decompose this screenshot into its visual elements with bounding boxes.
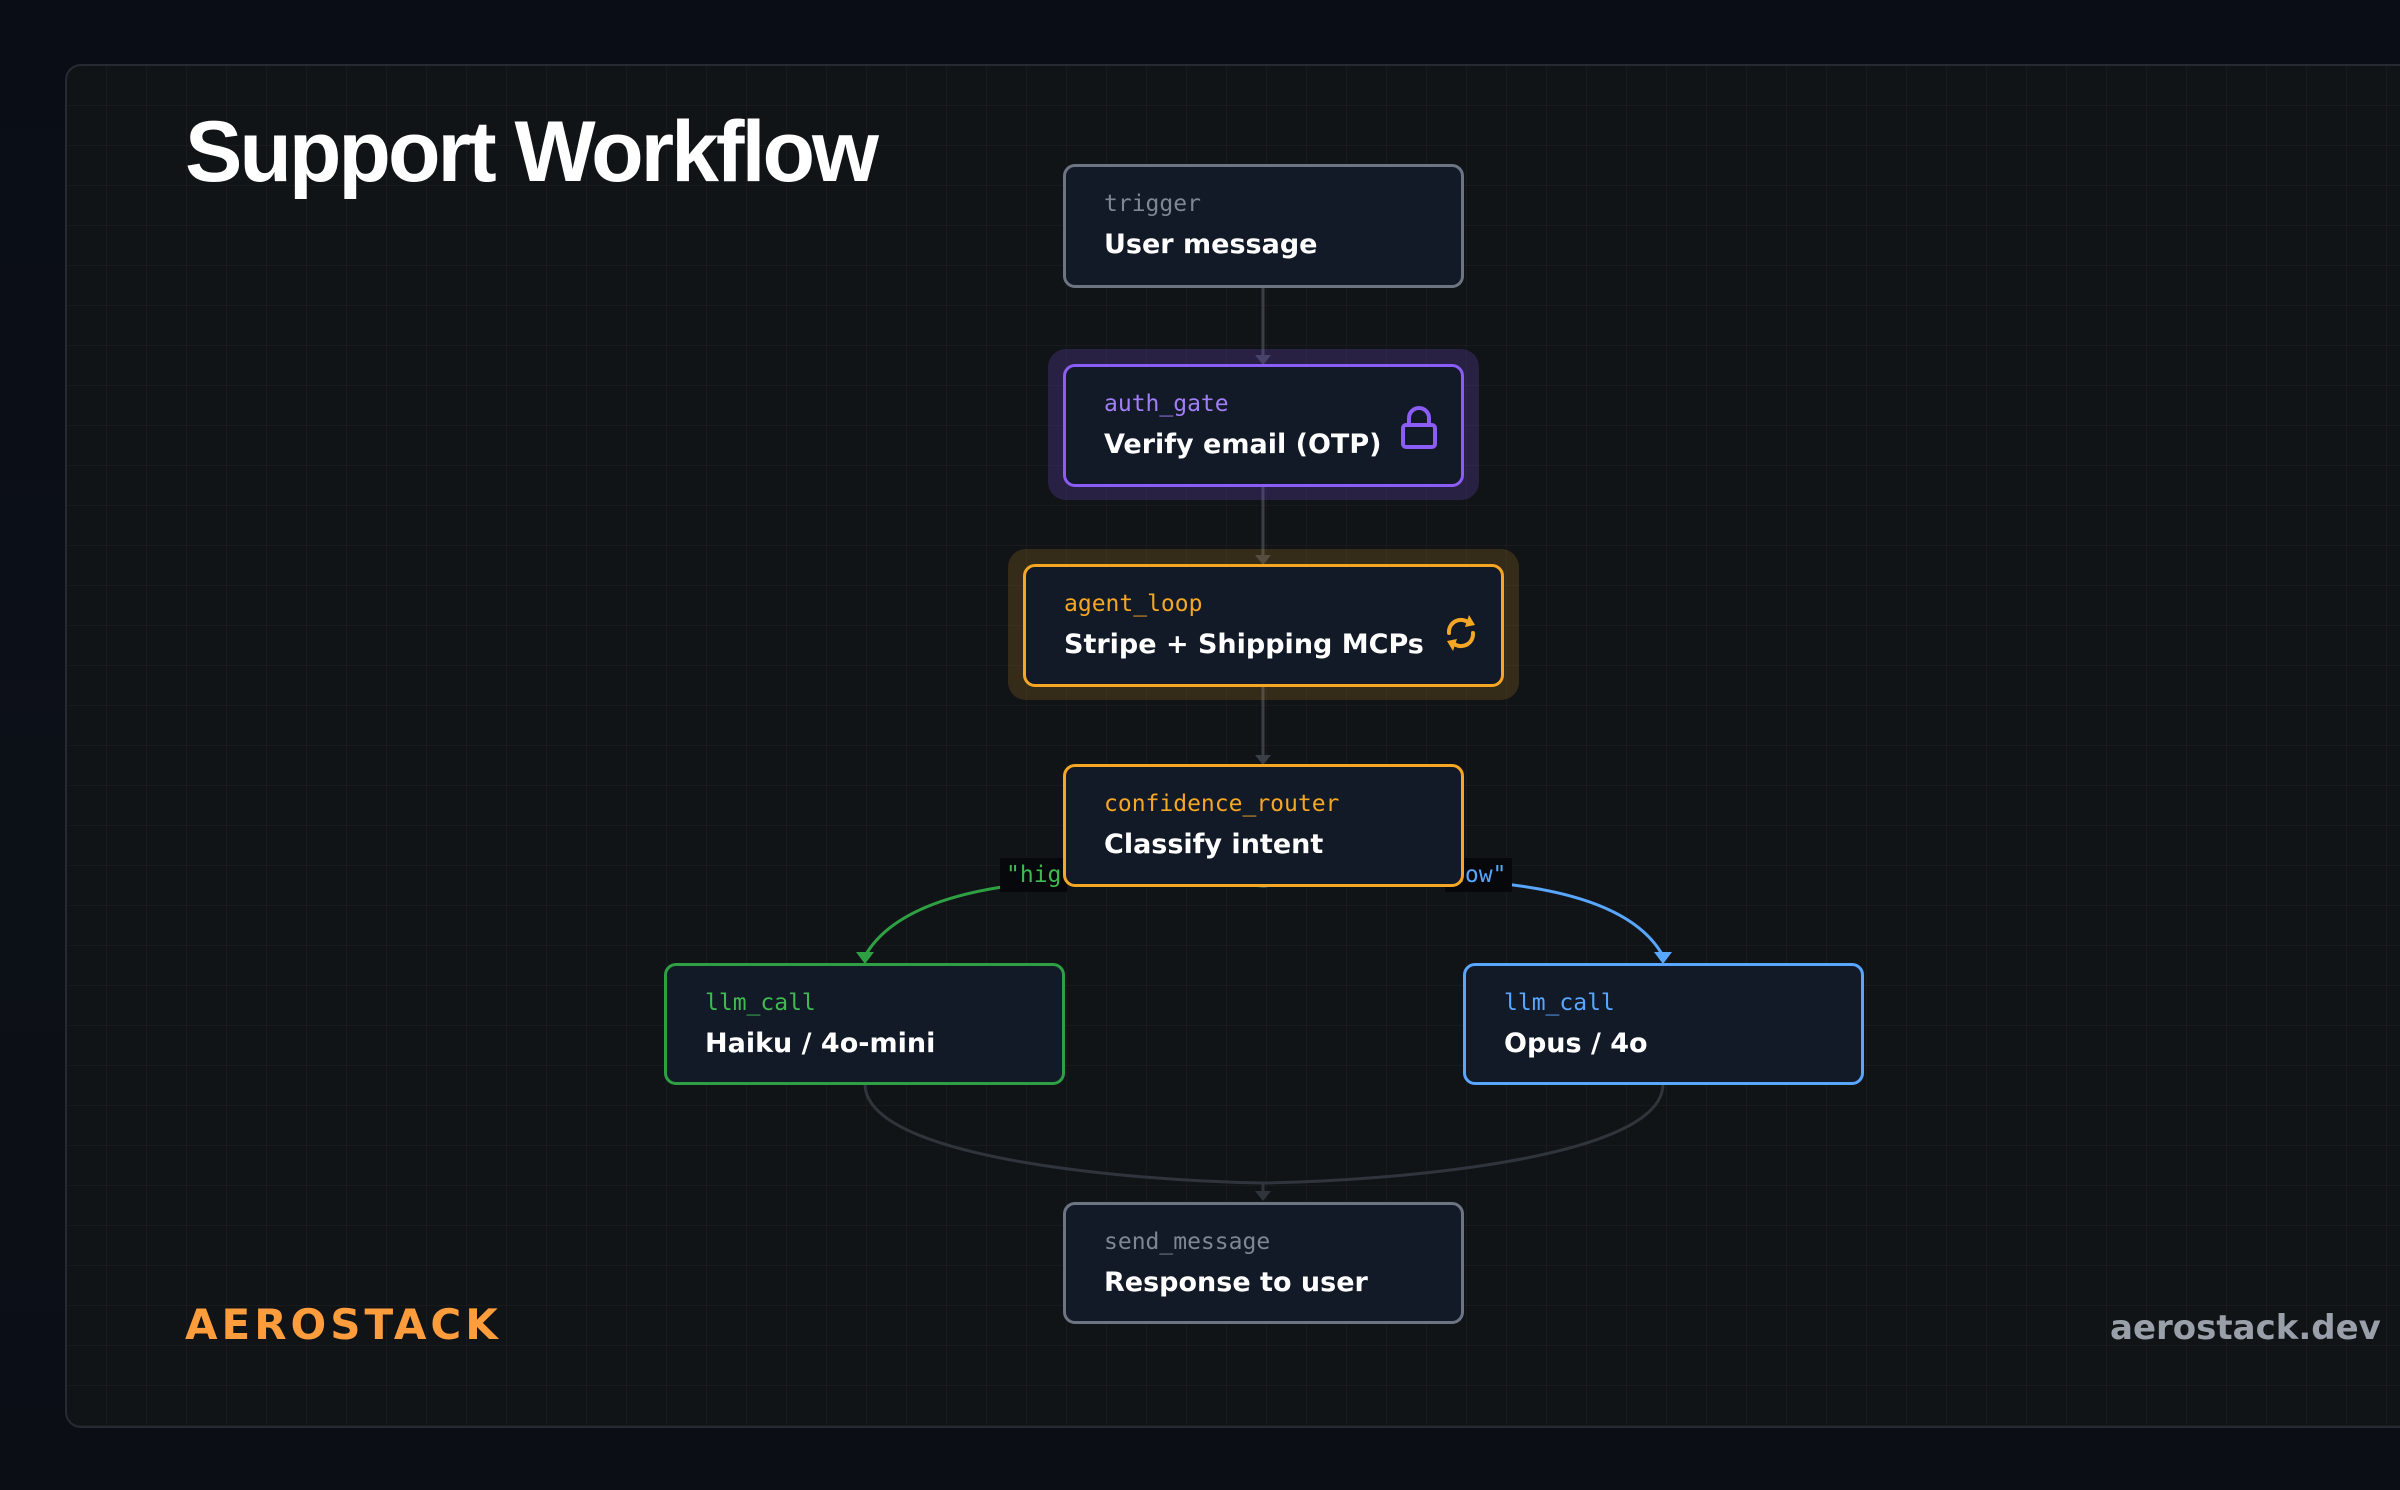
node-kind: auth_gate (1104, 391, 1229, 417)
node-kind: confidence_router (1104, 791, 1340, 817)
node-label: Stripe + Shipping MCPs (1064, 629, 1424, 660)
arrowhead-send (1255, 1191, 1271, 1201)
edge-label-high: "hig (1000, 858, 1068, 892)
arrowhead-auth-gate (1255, 355, 1271, 365)
node-label: Response to user (1104, 1267, 1368, 1298)
node-kind: llm_call (705, 990, 816, 1016)
node-label: Opus / 4o (1504, 1028, 1648, 1059)
site-url: aerostack.dev (2110, 1308, 2381, 1348)
node-kind: trigger (1104, 191, 1201, 217)
node-send-message[interactable]: send_message Response to user (1063, 1202, 1464, 1324)
diagram-title: Support Workflow (185, 104, 879, 200)
node-label: Classify intent (1104, 829, 1324, 860)
node-kind: agent_loop (1064, 591, 1203, 617)
edge-opus-to-send (1262, 1083, 1665, 1185)
arrowhead-opus (1654, 952, 1672, 964)
edge-haiku-to-send (863, 1083, 1264, 1185)
node-agent-loop[interactable]: agent_loop Stripe + Shipping MCPs (1023, 564, 1504, 687)
node-llm-call-haiku[interactable]: llm_call Haiku / 4o-mini (664, 963, 1065, 1085)
node-label: Verify email (OTP) (1104, 429, 1382, 460)
node-kind: llm_call (1504, 990, 1615, 1016)
arrowhead-router (1255, 755, 1271, 765)
loop-icon (1446, 615, 1476, 651)
node-trigger[interactable]: trigger User message (1063, 164, 1464, 288)
node-auth-gate[interactable]: auth_gate Verify email (OTP) (1063, 364, 1464, 487)
node-kind: send_message (1104, 1229, 1271, 1255)
arrowhead-haiku (856, 952, 874, 964)
node-label: User message (1104, 229, 1318, 260)
brand-logo: AEROSTACK (185, 1300, 502, 1349)
node-confidence-router[interactable]: confidence_router Classify intent (1063, 764, 1464, 887)
arrowhead-agent-loop (1255, 555, 1271, 565)
workflow-canvas (65, 64, 2400, 1428)
lock-icon (1401, 406, 1437, 449)
node-label: Haiku / 4o-mini (705, 1028, 936, 1059)
node-llm-call-opus[interactable]: llm_call Opus / 4o (1463, 963, 1864, 1085)
